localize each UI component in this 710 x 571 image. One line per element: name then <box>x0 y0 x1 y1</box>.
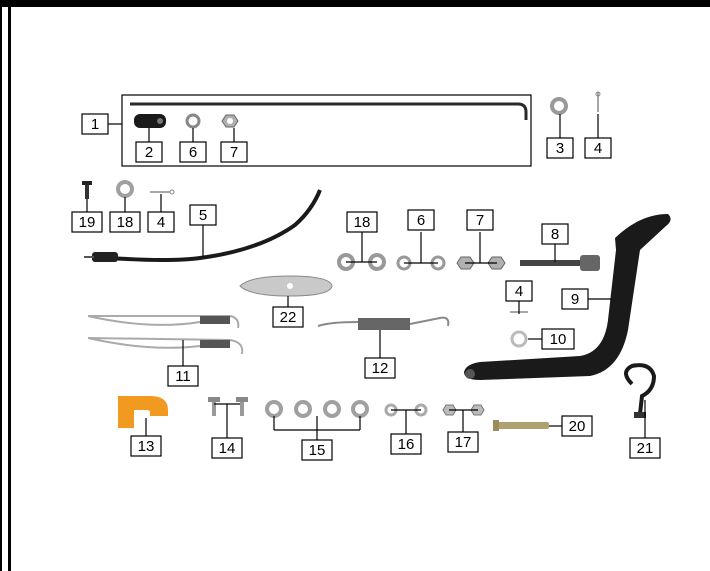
callout-21: 21 <box>629 437 661 459</box>
callout-4a: 4 <box>584 137 612 159</box>
callout-18b-text: 18 <box>354 214 371 231</box>
part-brake-rod <box>130 102 528 120</box>
callout-14: 14 <box>211 437 243 459</box>
callout-13: 13 <box>130 435 162 457</box>
callout-5: 5 <box>189 204 217 226</box>
part-washer-3 <box>550 97 568 115</box>
callout-2-text: 2 <box>145 144 153 161</box>
callout-3-text: 3 <box>556 140 564 157</box>
part-springs <box>87 315 244 355</box>
callout-22-text: 22 <box>280 309 297 326</box>
part-pin-20 <box>493 420 549 431</box>
callout-11: 11 <box>167 365 199 387</box>
callout-9-text: 9 <box>571 291 579 308</box>
callout-19: 19 <box>71 211 103 233</box>
callout-7b: 7 <box>466 209 494 231</box>
callout-14-text: 14 <box>219 440 236 457</box>
callout-13-text: 13 <box>138 438 155 455</box>
callout-15-text: 15 <box>309 442 326 459</box>
callout-10-text: 10 <box>550 331 567 348</box>
part-spring-12 <box>317 316 450 330</box>
part-washer-6a <box>185 113 201 129</box>
callout-8-text: 8 <box>551 226 559 243</box>
frame-left-inner-border <box>8 7 11 571</box>
assembly-1-box <box>121 94 532 167</box>
callout-16-text: 16 <box>398 436 415 453</box>
part-plate <box>239 275 333 297</box>
part-bolt-19 <box>82 181 92 199</box>
part-washers-15 <box>265 400 369 418</box>
callout-4b: 4 <box>147 211 175 233</box>
part-rod-joint <box>134 114 166 128</box>
callout-21-text: 21 <box>637 440 654 457</box>
callout-4c-text: 4 <box>515 283 523 300</box>
part-cotter-pin-4b <box>150 189 175 195</box>
callout-7b-text: 7 <box>476 212 484 229</box>
part-bracket <box>118 396 168 428</box>
leader-lines <box>86 114 646 440</box>
callout-17: 17 <box>447 431 479 453</box>
callout-18a-text: 18 <box>117 214 134 231</box>
callout-10: 10 <box>541 328 575 350</box>
frame-left-border <box>0 0 2 571</box>
callout-1: 1 <box>81 113 109 135</box>
callout-6b: 6 <box>407 209 435 231</box>
part-switch-21 <box>624 363 657 418</box>
callout-20: 20 <box>561 415 593 437</box>
callout-18b: 18 <box>346 211 378 233</box>
callout-4b-text: 4 <box>157 214 165 231</box>
callout-7a: 7 <box>220 141 248 163</box>
callout-11-text: 11 <box>175 368 191 385</box>
part-brake-pedal <box>464 214 671 380</box>
part-washer-10 <box>510 330 528 348</box>
callout-22: 22 <box>272 306 304 328</box>
frame-top-border <box>0 0 710 7</box>
callout-6b-text: 6 <box>417 212 425 229</box>
part-bolts-14 <box>208 397 248 416</box>
callout-17-text: 17 <box>455 434 472 451</box>
callout-4a-text: 4 <box>594 140 602 157</box>
callout-19-text: 19 <box>79 214 96 231</box>
callout-18a: 18 <box>109 211 141 233</box>
callout-1-text: 1 <box>91 116 99 133</box>
callout-15: 15 <box>301 439 333 461</box>
callout-6a-text: 6 <box>189 144 197 161</box>
callout-2: 2 <box>135 141 163 163</box>
callout-6a: 6 <box>179 141 207 163</box>
part-cotter-pin-4a <box>595 91 601 112</box>
callout-20-text: 20 <box>569 418 586 435</box>
callout-4c: 4 <box>505 280 533 302</box>
callout-12: 12 <box>364 357 396 379</box>
callout-16: 16 <box>390 433 422 455</box>
callout-7a-text: 7 <box>230 144 238 161</box>
callout-9: 9 <box>561 288 589 310</box>
part-washer-18a <box>116 180 134 198</box>
callout-5-text: 5 <box>199 207 207 224</box>
callout-12-text: 12 <box>372 360 389 377</box>
part-brake-switch <box>84 189 322 262</box>
part-nut-7a <box>221 114 239 128</box>
part-adjust-rod <box>520 255 600 271</box>
callout-8: 8 <box>541 223 569 245</box>
callout-3: 3 <box>546 137 574 159</box>
